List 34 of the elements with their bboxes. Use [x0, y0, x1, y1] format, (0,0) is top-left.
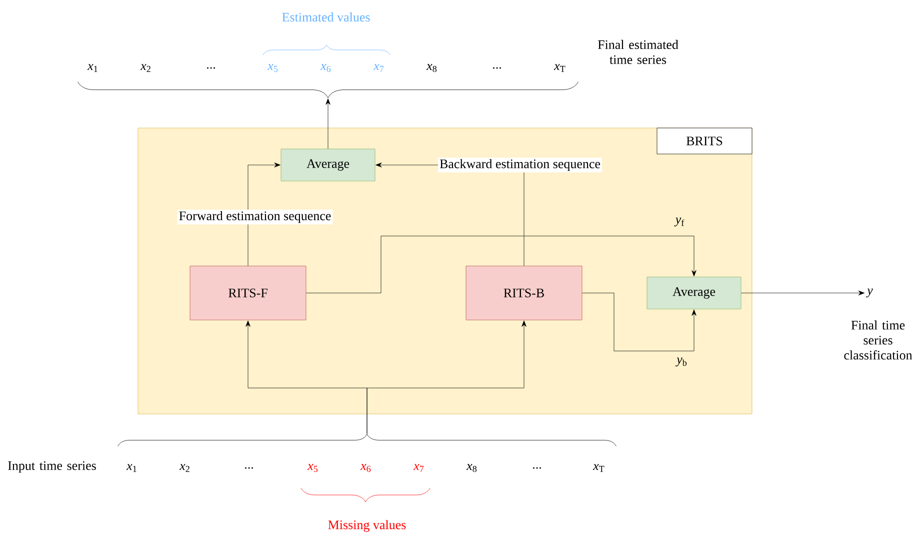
edge-label: Backward estimation sequence — [438, 158, 602, 172]
sequence-element: x$_{8}$ — [466, 464, 477, 472]
arrow — [741, 290, 865, 296]
sequence-element: x$_{5}$ — [307, 464, 318, 472]
arrow — [326, 98, 330, 149]
sequence-element: x$_{6}$ — [360, 464, 371, 472]
sequence-element: ... — [493, 67, 502, 69]
arrow — [366, 320, 526, 434]
arrow — [582, 292, 696, 352]
sequence-element: ... — [533, 467, 542, 469]
brace — [118, 434, 616, 446]
sequence-element: ... — [245, 467, 254, 469]
edge-label: Forward estimation sequence — [177, 210, 333, 224]
node-label: Input time series — [8, 461, 96, 473]
sequence-element: x$_{1}$ — [126, 464, 136, 472]
brace — [78, 82, 578, 98]
output-symbol: y — [866, 288, 873, 298]
node-label: Final time series classification — [844, 320, 912, 360]
title-box: BRITS — [656, 128, 752, 154]
annotation: Missing values — [328, 520, 406, 532]
sequence-element: ... — [207, 67, 216, 69]
annotation: Estimated values — [282, 12, 370, 22]
arrow — [248, 162, 280, 266]
edge-label: y$_{b}$ — [676, 358, 687, 366]
process-box: RITS-F — [190, 266, 306, 320]
average-box: Average — [646, 276, 742, 310]
sequence-element: x$_{7}$ — [413, 464, 424, 472]
average-box: Average — [280, 148, 376, 182]
arrow — [306, 236, 696, 294]
sequence-element: x$_{2}$ — [179, 464, 190, 472]
sequence-element: x$_{T}$ — [592, 464, 604, 472]
node-label: Final estimated time series — [598, 40, 678, 64]
edge-label: y$_{f}$ — [674, 218, 684, 226]
process-box: RITS-B — [466, 266, 582, 320]
